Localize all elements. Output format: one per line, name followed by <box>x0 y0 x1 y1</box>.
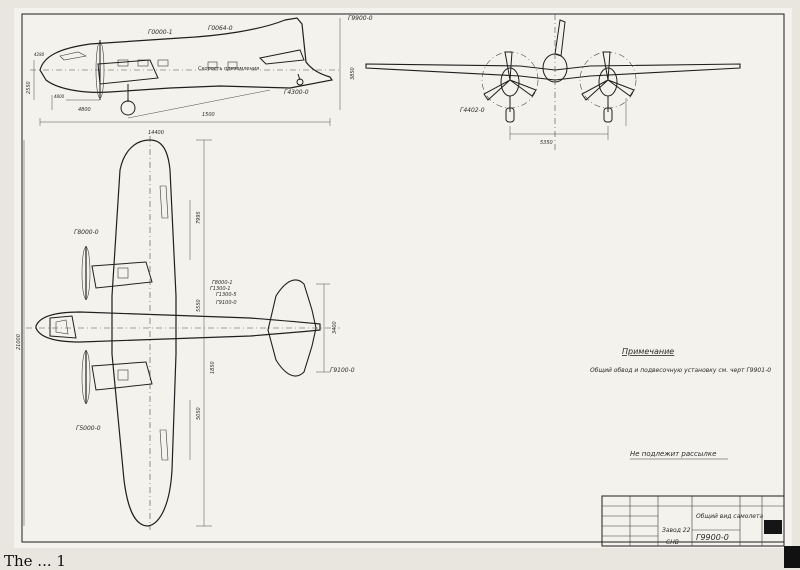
front-view: Г4402-0 5350 <box>365 14 741 150</box>
front-dim-5350: 5350 <box>540 140 553 146</box>
side-small-4280: 4280 <box>34 52 45 57</box>
plan-label-g8000-1: Г8000-1 <box>212 280 233 286</box>
plan-label-g1300-5: Г1300-5 <box>216 292 237 298</box>
plan-dim-5550: 5550 <box>196 299 202 312</box>
title-block-title: Общий вид самолета <box>696 513 763 520</box>
notes: Примечание Общий обвод и подвесочную уст… <box>590 347 771 460</box>
side-label-g0064-0: Г0064-0 <box>208 25 233 32</box>
plan-dim-21000: 21000 <box>16 334 22 350</box>
title-block-black-mark <box>764 520 782 534</box>
plan-label-g9100-0-b: Г9100-0 <box>330 367 355 374</box>
plan-label-g9100-0-a: Г9100-0 <box>216 300 237 306</box>
plan-dim-5050: 5050 <box>196 407 202 420</box>
title-block-number: Г9900-0 <box>696 533 729 542</box>
plan-dim-7995: 7995 <box>196 211 202 224</box>
side-label-g4300-0: Г4300-0 <box>284 89 309 96</box>
side-dim-2550: 2550 <box>26 81 32 94</box>
title-block-sheet: СНВ <box>666 539 679 546</box>
plan-label-g8000-0: Г8000-0 <box>74 229 99 236</box>
notes-line: Общий обвод и подвесочную установку см. … <box>590 367 771 374</box>
plan-label-g5000-0: Г5000-0 <box>76 425 101 432</box>
front-label-g4402-0: Г4402-0 <box>460 107 485 114</box>
side-dim-14400: 14400 <box>148 130 164 136</box>
notes-heading: Примечание <box>622 347 674 356</box>
title-block: Общий вид самолета Г9900-0 Завод 22 СНВ <box>601 495 785 547</box>
side-label-landing-speed: Скорость приземления <box>198 66 259 72</box>
side-label-g9900-0: Г9900-0 <box>348 15 373 22</box>
side-small-4800: 4800 <box>54 94 65 99</box>
page-edge-mark <box>784 546 800 568</box>
notes-secondary: Не подлежит рассылке <box>630 450 716 458</box>
plan-view: Г8000-0 Г8000-1 Г1300-1 Г1300-5 Г9100-0 … <box>16 136 355 530</box>
side-dim-1500: 1500 <box>202 112 215 118</box>
plan-label-g1300-1: Г1300-1 <box>210 286 231 292</box>
drawing-paper <box>14 8 792 548</box>
drawing-frame <box>21 13 785 543</box>
side-dim-3850: 3850 <box>350 67 356 80</box>
page-caption: The ... 1 <box>4 552 66 570</box>
plan-dim-3400: 3400 <box>332 321 338 334</box>
plan-dim-1850: 1850 <box>210 361 216 374</box>
side-dim-4800: 4800 <box>78 107 91 113</box>
side-view: Г0000-1 Г0064-0 Г9900-0 Скорость приземл… <box>26 15 373 136</box>
side-label-g0000-1: Г0000-1 <box>148 29 173 36</box>
title-block-factory: Завод 22 <box>662 527 691 534</box>
